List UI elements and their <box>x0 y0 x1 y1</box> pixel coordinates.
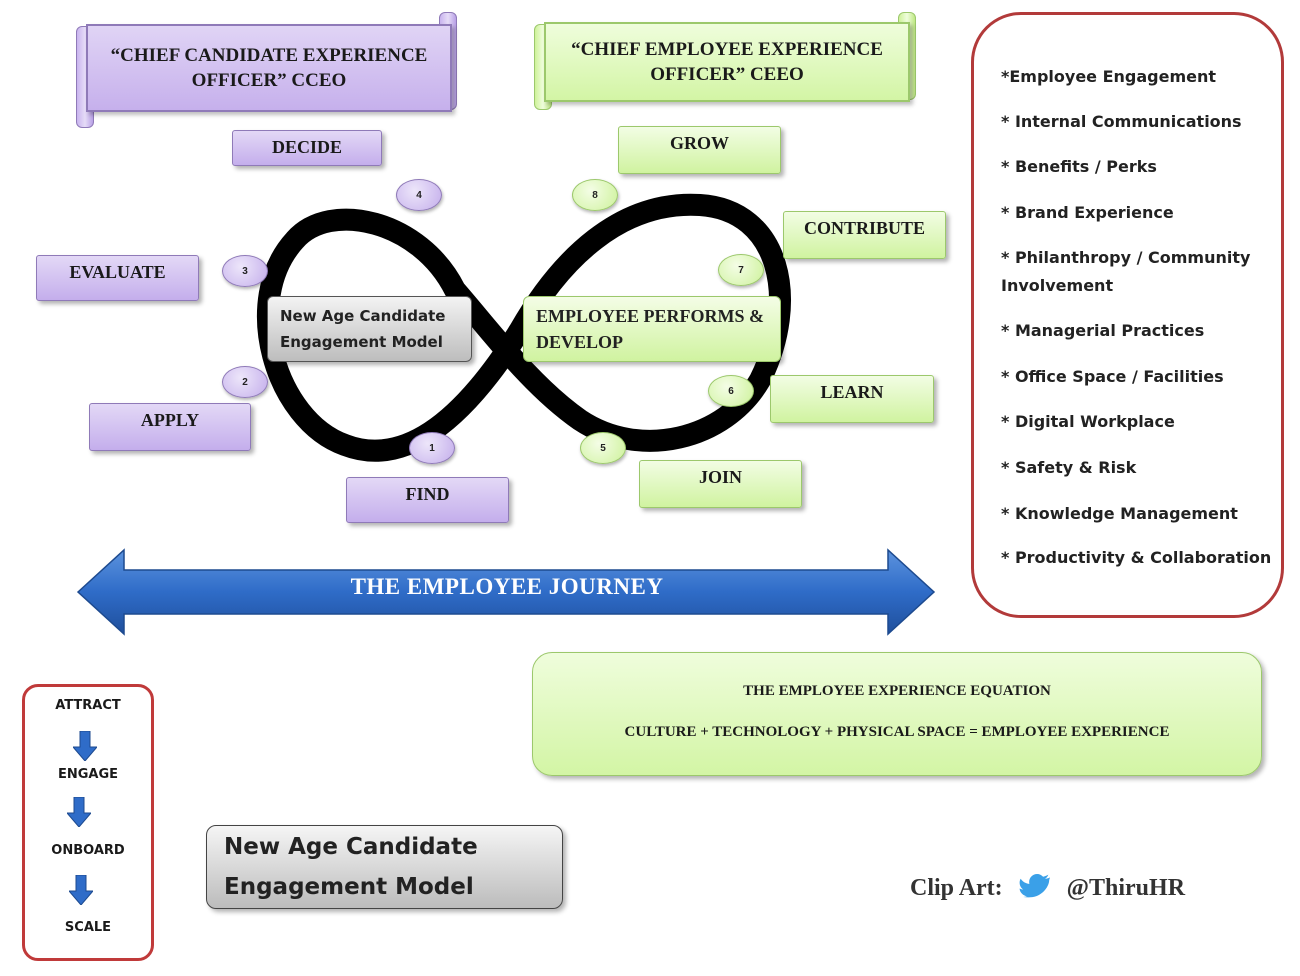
step-2-num: 2 <box>242 376 248 388</box>
journey-arrow <box>76 548 936 636</box>
model-title-text: New Age Candidate Engagement Model <box>224 834 478 900</box>
sidebar-item-6: * Office Space / Facilities <box>1001 367 1224 386</box>
sidebar-item-4: * Philanthropy / Community Involvement <box>1001 248 1251 295</box>
stage-contribute-label: CONTRIBUTE <box>803 218 926 238</box>
sidebar-item-8: * Safety & Risk <box>1001 458 1137 477</box>
stage-apply: APPLY <box>89 403 251 451</box>
center-employee-text: EMPLOYEE PERFORMS & DEVELOP <box>536 306 764 352</box>
step-5: 5 <box>580 432 626 464</box>
stage-contribute: CONTRIBUTE <box>783 211 946 259</box>
down-arrow-icon <box>73 731 97 761</box>
sidebar-item-10: * Productivity & Collaboration <box>1001 548 1272 567</box>
sidebar-item-2: * Benefits / Perks <box>1001 157 1157 176</box>
step-8: 8 <box>572 179 618 211</box>
stage-decide: DECIDE <box>232 130 382 166</box>
journey-label: THE EMPLOYEE JOURNEY <box>350 574 664 599</box>
stage-apply-label: APPLY <box>140 410 200 430</box>
sidebar-item-5: * Managerial Practices <box>1001 321 1205 340</box>
experience-factors-panel: *Employee Engagement * Internal Communic… <box>971 12 1284 618</box>
flow-step-scale: SCALE <box>64 920 112 935</box>
sidebar-item-1: * Internal Communications <box>1001 112 1242 131</box>
sidebar-item-7: * Digital Workplace <box>1001 412 1175 431</box>
equation-box: THE EMPLOYEE EXPERIENCE EQUATION CULTURE… <box>532 652 1262 776</box>
step-4: 4 <box>396 179 442 211</box>
center-model-text: New Age Candidate Engagement Model <box>280 307 446 351</box>
sidebar-item-0: *Employee Engagement <box>1001 67 1217 86</box>
model-title-box: New Age Candidate Engagement Model <box>206 825 563 909</box>
stage-join-label: JOIN <box>698 467 742 487</box>
step-6: 6 <box>708 375 754 407</box>
down-arrow-icon <box>69 875 93 905</box>
center-employee-label: EMPLOYEE PERFORMS & DEVELOP <box>523 296 781 362</box>
down-arrow-icon <box>67 797 91 827</box>
step-2: 2 <box>222 366 268 398</box>
stage-join: JOIN <box>639 460 802 508</box>
ceeo-title: “CHIEF EMPLOYEE EXPERIENCE OFFICER” CEEO <box>571 39 883 85</box>
flow-step-onboard: ONBOARD <box>51 843 125 858</box>
flow-step-engage: ENGAGE <box>57 767 119 782</box>
sidebar-item-9: * Knowledge Management <box>1001 504 1238 523</box>
ceeo-scroll: “CHIEF EMPLOYEE EXPERIENCE OFFICER” CEEO <box>544 22 910 102</box>
stage-learn-label: LEARN <box>820 382 884 402</box>
stage-decide-label: DECIDE <box>271 137 342 157</box>
flow-step-attract: ATTRACT <box>55 698 121 713</box>
credit-handle: @ThiruHR <box>1066 874 1186 901</box>
step-4-num: 4 <box>416 189 422 201</box>
center-model-label: New Age Candidate Engagement Model <box>267 296 472 362</box>
credit-prefix: Clip Art: <box>910 874 1003 901</box>
equation-formula: CULTURE + TECHNOLOGY + PHYSICAL SPACE = … <box>624 724 1170 740</box>
stage-find: FIND <box>346 477 509 523</box>
step-5-num: 5 <box>600 442 606 454</box>
step-1-num: 1 <box>429 442 435 454</box>
stage-learn: LEARN <box>770 375 934 423</box>
stage-grow-label: GROW <box>669 133 729 153</box>
stage-grow: GROW <box>618 126 781 174</box>
step-3: 3 <box>222 255 268 287</box>
stage-evaluate-label: EVALUATE <box>69 262 166 282</box>
step-6-num: 6 <box>728 385 734 397</box>
equation-title: THE EMPLOYEE EXPERIENCE EQUATION <box>743 683 1051 699</box>
cceo-title: “CHIEF CANDIDATE EXPERIENCE OFFICER” CCE… <box>110 45 428 91</box>
clip-art-credit: Clip Art: @ThiruHR <box>910 870 1185 906</box>
talent-flow-panel: ATTRACT ENGAGE ONBOARD SCALE <box>22 684 154 961</box>
cceo-scroll: “CHIEF CANDIDATE EXPERIENCE OFFICER” CCE… <box>86 24 452 112</box>
step-7: 7 <box>718 254 764 286</box>
step-8-num: 8 <box>592 189 598 201</box>
bird-icon <box>1019 874 1050 898</box>
stage-find-label: FIND <box>405 484 450 504</box>
step-3-num: 3 <box>242 265 248 277</box>
sidebar-item-3: * Brand Experience <box>1001 203 1174 222</box>
stage-evaluate: EVALUATE <box>36 255 199 301</box>
step-7-num: 7 <box>738 264 744 276</box>
step-1: 1 <box>409 432 455 464</box>
